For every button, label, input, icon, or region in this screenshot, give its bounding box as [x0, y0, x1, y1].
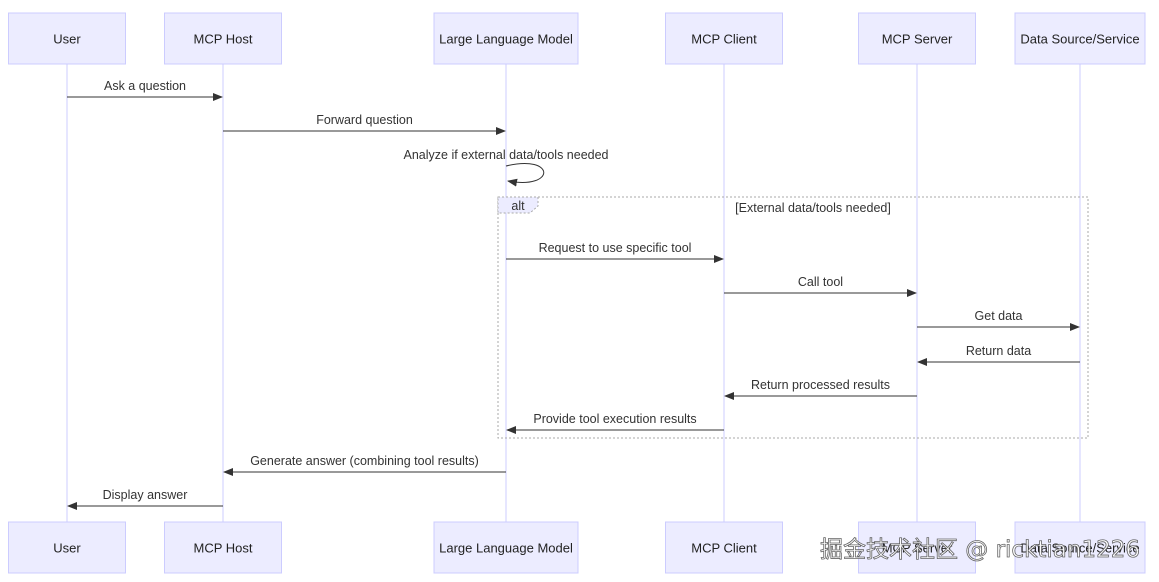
message-label: Get data [975, 309, 1023, 323]
actor-server-bottom: MCP Server [858, 521, 976, 574]
message-9: Provide tool execution results [506, 412, 724, 434]
actor-box [665, 521, 783, 574]
alt-block: alt [External data/tools needed] [497, 196, 1089, 439]
actor-box [8, 521, 126, 574]
actor-llm-top: Large Language Model [433, 12, 579, 65]
message-label: Call tool [798, 275, 843, 289]
actor-box [164, 521, 282, 574]
actor-label: MCP Server [882, 32, 953, 47]
actor-host-bottom: MCP Host [164, 521, 282, 574]
message-4: Request to use specific tool [506, 241, 724, 263]
actor-label: User [53, 32, 81, 47]
actor-box [8, 12, 126, 65]
actor-client-bottom: MCP Client [665, 521, 783, 574]
actor-server-top: MCP Server [858, 12, 976, 65]
message-2: Forward question [223, 113, 506, 135]
actor-box [1014, 12, 1146, 65]
message-11: Display answer [67, 488, 223, 510]
actor-box [1014, 521, 1146, 574]
actor-client-top: MCP Client [665, 12, 783, 65]
message-7: Return data [917, 344, 1080, 366]
actor-box [164, 12, 282, 65]
message-5: Call tool [724, 275, 917, 297]
watermark: 掘金技术社区 @ ricktian1226 [820, 537, 1140, 563]
message-3: Analyze if external data/tools needed [404, 148, 609, 187]
actor-label: MCP Client [691, 32, 757, 47]
alt-tab [497, 196, 539, 214]
actor-source-bottom: Data Source/Service [1014, 521, 1146, 574]
alt-condition: [External data/tools needed] [735, 201, 891, 215]
actor-box [665, 12, 783, 65]
actor-source-top: Data Source/Service [1014, 12, 1146, 65]
actor-label: Data Source/Service [1020, 541, 1139, 556]
message-label: Display answer [103, 488, 188, 502]
actor-label: MCP Host [194, 32, 253, 47]
actor-label: MCP Host [194, 541, 253, 556]
actor-box [433, 521, 579, 574]
message-8: Return processed results [724, 378, 917, 400]
lifelines [66, 64, 1081, 522]
actor-user-top: User [8, 12, 126, 65]
actor-label: Large Language Model [439, 32, 573, 47]
actor-host-top: MCP Host [164, 12, 282, 65]
message-label: Ask a question [104, 79, 186, 93]
actor-llm-bottom: Large Language Model [433, 521, 579, 574]
message-label: Return processed results [751, 378, 890, 392]
message-6: Get data [917, 309, 1080, 331]
alt-keyword: alt [511, 199, 525, 213]
message-label: Forward question [316, 113, 413, 127]
actor-box [858, 521, 976, 574]
message-1: Ask a question [67, 79, 223, 101]
actor-label: Large Language Model [439, 541, 573, 556]
actor-label: Data Source/Service [1020, 32, 1139, 47]
message-label: Request to use specific tool [539, 241, 692, 255]
message-label: Return data [966, 344, 1031, 358]
actor-user-bottom: User [8, 521, 126, 574]
actor-box [858, 12, 976, 65]
message-10: Generate answer (combining tool results) [223, 454, 506, 476]
actor-box [433, 12, 579, 65]
actor-label: User [53, 541, 81, 556]
alt-frame [497, 196, 1089, 439]
message-label: Generate answer (combining tool results) [250, 454, 479, 468]
actor-label: MCP Client [691, 541, 757, 556]
message-arrow [505, 163, 545, 187]
actor-label: MCP Server [882, 541, 953, 556]
message-label: Provide tool execution results [533, 412, 696, 426]
message-label: Analyze if external data/tools needed [404, 148, 609, 162]
